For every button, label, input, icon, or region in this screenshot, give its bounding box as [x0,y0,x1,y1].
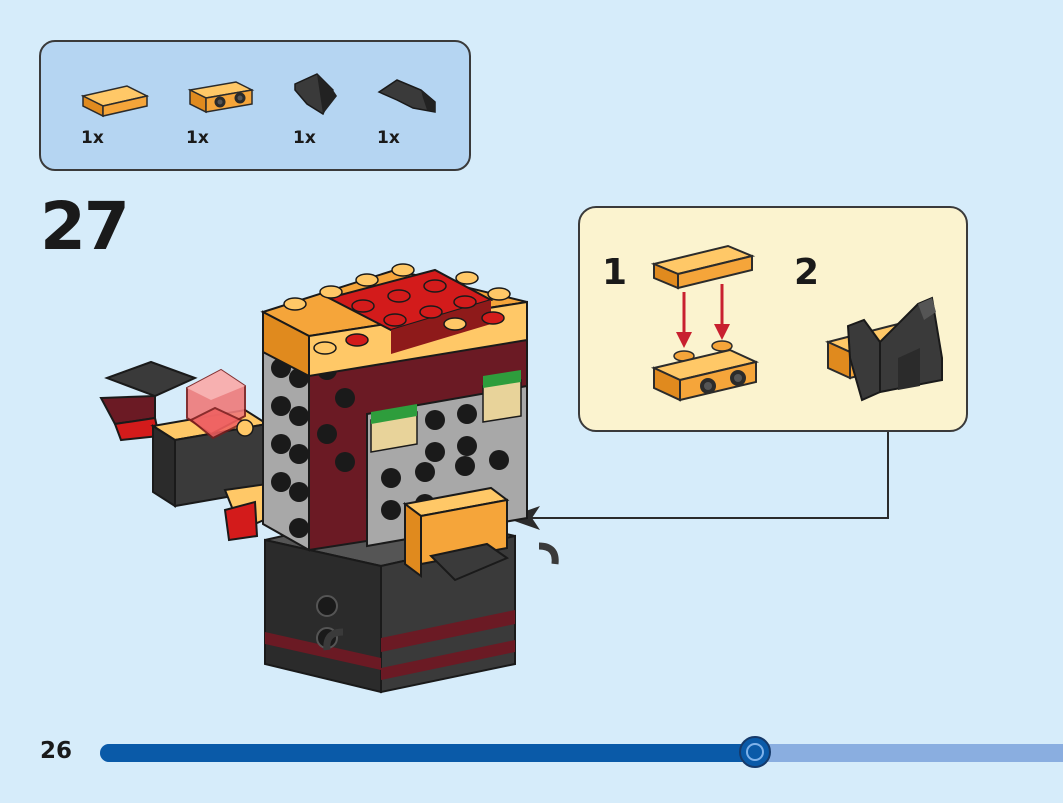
part-qty: 1x [186,128,209,148]
page-number: 26 [40,738,73,764]
part-item: 1x [377,70,457,160]
black-wedge-right-icon [294,73,337,116]
substep-callout: 1 2 [578,206,968,432]
substep-illustration [650,244,943,402]
part-item: 1x [186,70,266,160]
head-top [260,263,528,378]
step-number: 27 [40,188,130,265]
orange-bracket-icon [650,340,760,402]
orange-tile-icon [650,244,756,290]
part-qty: 1x [377,128,400,148]
substep-number: 1 [602,252,628,293]
part-item: 1x [81,70,161,160]
part-item: 1x [293,70,373,160]
orange-tile-icon [81,85,150,118]
progress-fill [100,744,755,762]
part-qty: 1x [81,128,104,148]
substep-number: 2 [794,252,820,293]
parts-list-panel: 1x 1x 1x 1x [39,40,471,171]
part-qty: 1x [293,128,316,148]
assembled-subassembly-icon [825,296,943,402]
body-base [264,508,559,694]
orange-bracket-icon [187,81,255,114]
progress-indicator [738,736,771,768]
side-arm [99,360,275,542]
progress-bar [100,736,1063,768]
highlighted-new-part [402,486,510,582]
black-wedge-left-icon [377,79,436,113]
arrow-icon [676,284,730,348]
brickheadz-model-illustration [99,263,559,694]
